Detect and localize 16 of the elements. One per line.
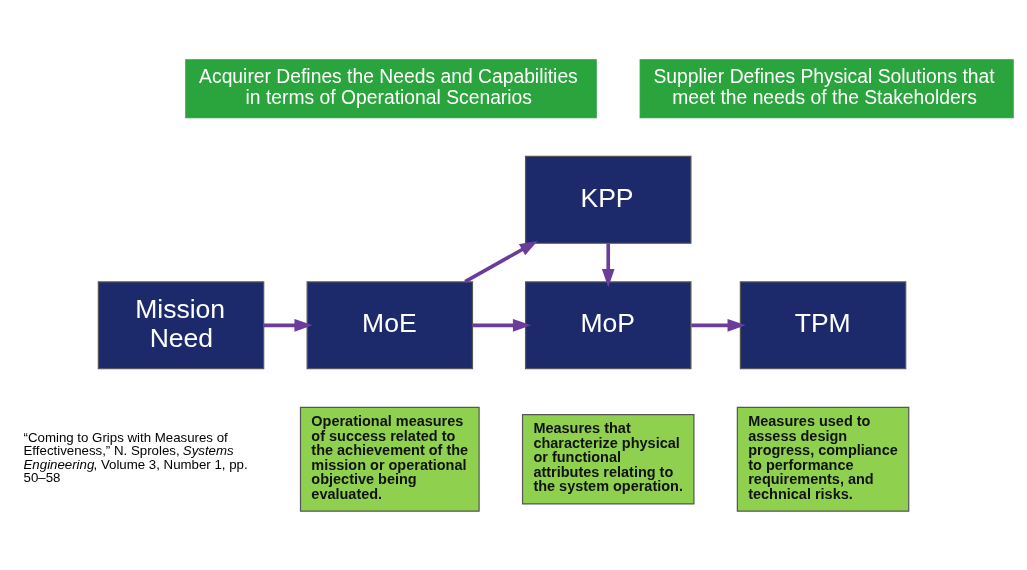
arrow bbox=[263, 318, 313, 332]
node-box: Operational measures of success related to the achievement of the mission or operational objective being evaluated. bbox=[299, 406, 480, 512]
node-box: Supplier Defines Physical Solutions that meet the needs of the Stakeholders bbox=[639, 58, 1014, 118]
arrow bbox=[472, 318, 532, 332]
node-box: Measures that characterize physical or functional attributes relating to the system operation. bbox=[521, 413, 695, 505]
arrow bbox=[601, 242, 615, 287]
label: “Coming to Grips with Measures of Effectiveness,” N. Sproles, Systems Engineering, Volume 3, Number 1, pp. 50–58 bbox=[23, 429, 248, 485]
node-box: TPM bbox=[739, 280, 907, 369]
node-box: MoP bbox=[524, 280, 692, 369]
node-box: KPP bbox=[524, 155, 692, 244]
node-box: Measures used to assess design progress, compliance to performance requirements, and technical risks. bbox=[736, 406, 910, 512]
node-box: MoE bbox=[306, 280, 474, 369]
node-box: Acquirer Defines the Needs and Capabilities in terms of Operational Scenarios bbox=[185, 58, 597, 118]
arrow bbox=[691, 318, 746, 332]
node-box: Mission Need bbox=[97, 280, 265, 369]
arrow bbox=[464, 240, 538, 283]
